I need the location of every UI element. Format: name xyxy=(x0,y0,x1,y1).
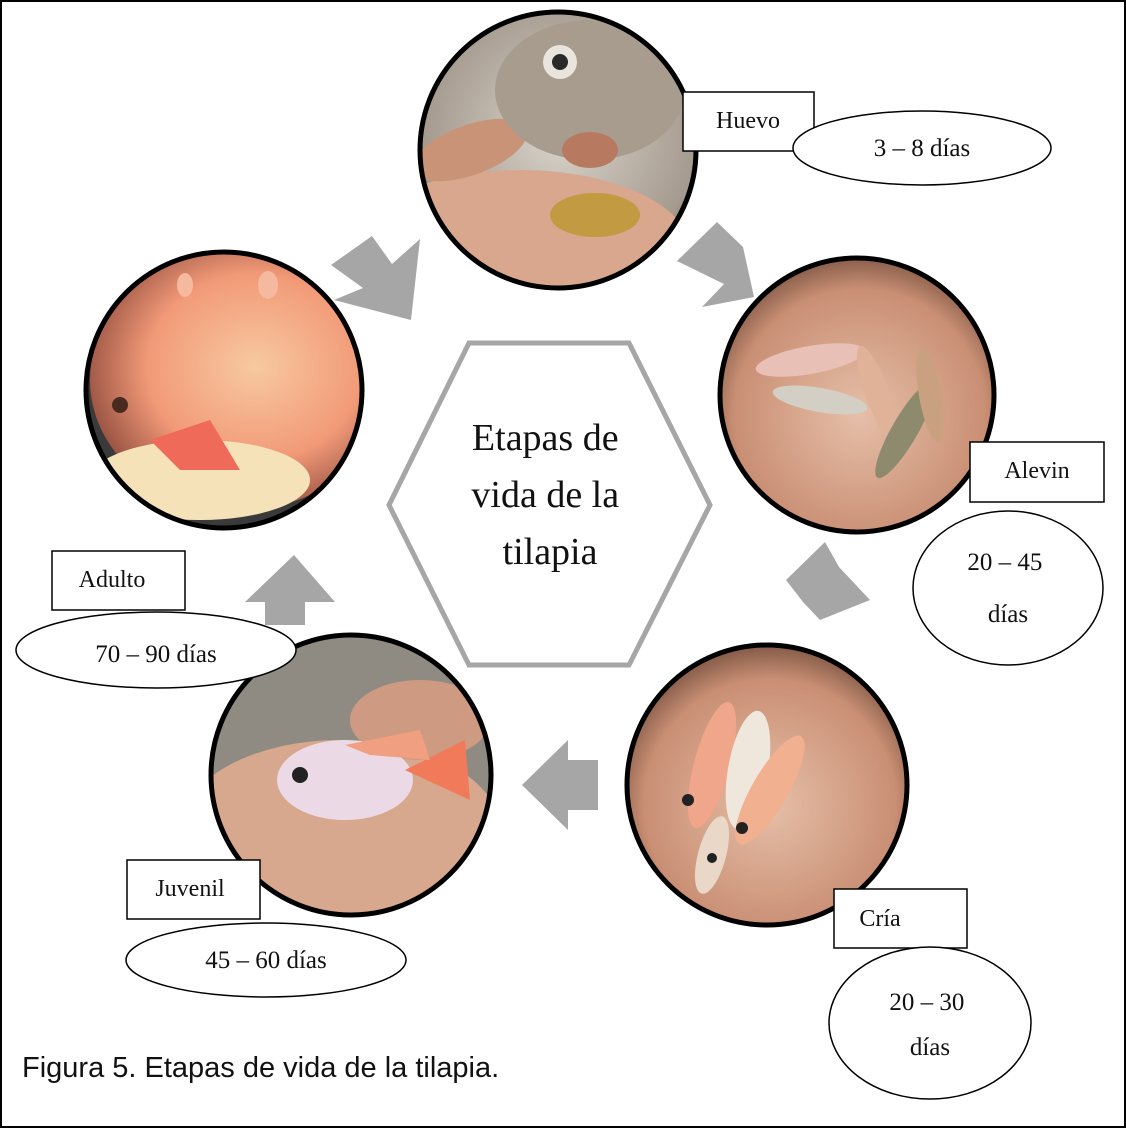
label-adulto-text: Adulto xyxy=(79,567,146,593)
label-juvenil-text: Juvenil xyxy=(155,876,225,902)
label-adulto: Adulto xyxy=(52,551,185,610)
label-alevin: Alevin xyxy=(970,442,1104,502)
label-juvenil: Juvenil xyxy=(127,860,260,919)
duration-alevin-line-1: 20 – 45 xyxy=(967,549,1042,576)
arrow-adult-to-egg xyxy=(331,236,420,320)
duration-cria-line-1: 20 – 30 xyxy=(889,989,964,1016)
arrow-juvenile-to-adult xyxy=(245,555,335,625)
adult-red-tilapia-photo xyxy=(80,250,390,550)
arrow-young-to-juvenile xyxy=(522,740,598,830)
duration-juvenil: 45 – 60 días xyxy=(126,923,406,997)
duration-huevo: 3 – 8 días xyxy=(793,111,1051,185)
duration-alevin: 20 – 45 días xyxy=(913,511,1103,665)
center-label-line-1: Etapas de xyxy=(472,417,619,459)
duration-adulto-text: 70 – 90 días xyxy=(95,641,217,668)
arrow-fry-to-young xyxy=(786,542,870,620)
center-label-line-2: vida de la xyxy=(471,474,619,516)
duration-juvenil-text: 45 – 60 días xyxy=(205,947,327,974)
duration-cria-line-2: días xyxy=(910,1034,950,1061)
arrow-egg-to-fry xyxy=(677,222,754,307)
duration-alevin-line-2: días xyxy=(988,601,1028,628)
duration-cria: 20 – 30 días xyxy=(829,947,1031,1099)
label-huevo-text: Huevo xyxy=(716,108,780,134)
fry-in-hand-photo xyxy=(710,250,1010,550)
duration-huevo-text: 3 – 8 días xyxy=(874,135,971,162)
center-label-line-3: tilapia xyxy=(503,531,598,573)
figure-caption: Figura 5. Etapas de vida de la tilapia. xyxy=(22,1052,499,1085)
label-cria-text: Cría xyxy=(859,906,901,932)
label-cria: Cría xyxy=(834,889,967,948)
label-alevin-text: Alevin xyxy=(1004,458,1069,484)
duration-adulto: 70 – 90 días xyxy=(16,612,296,688)
